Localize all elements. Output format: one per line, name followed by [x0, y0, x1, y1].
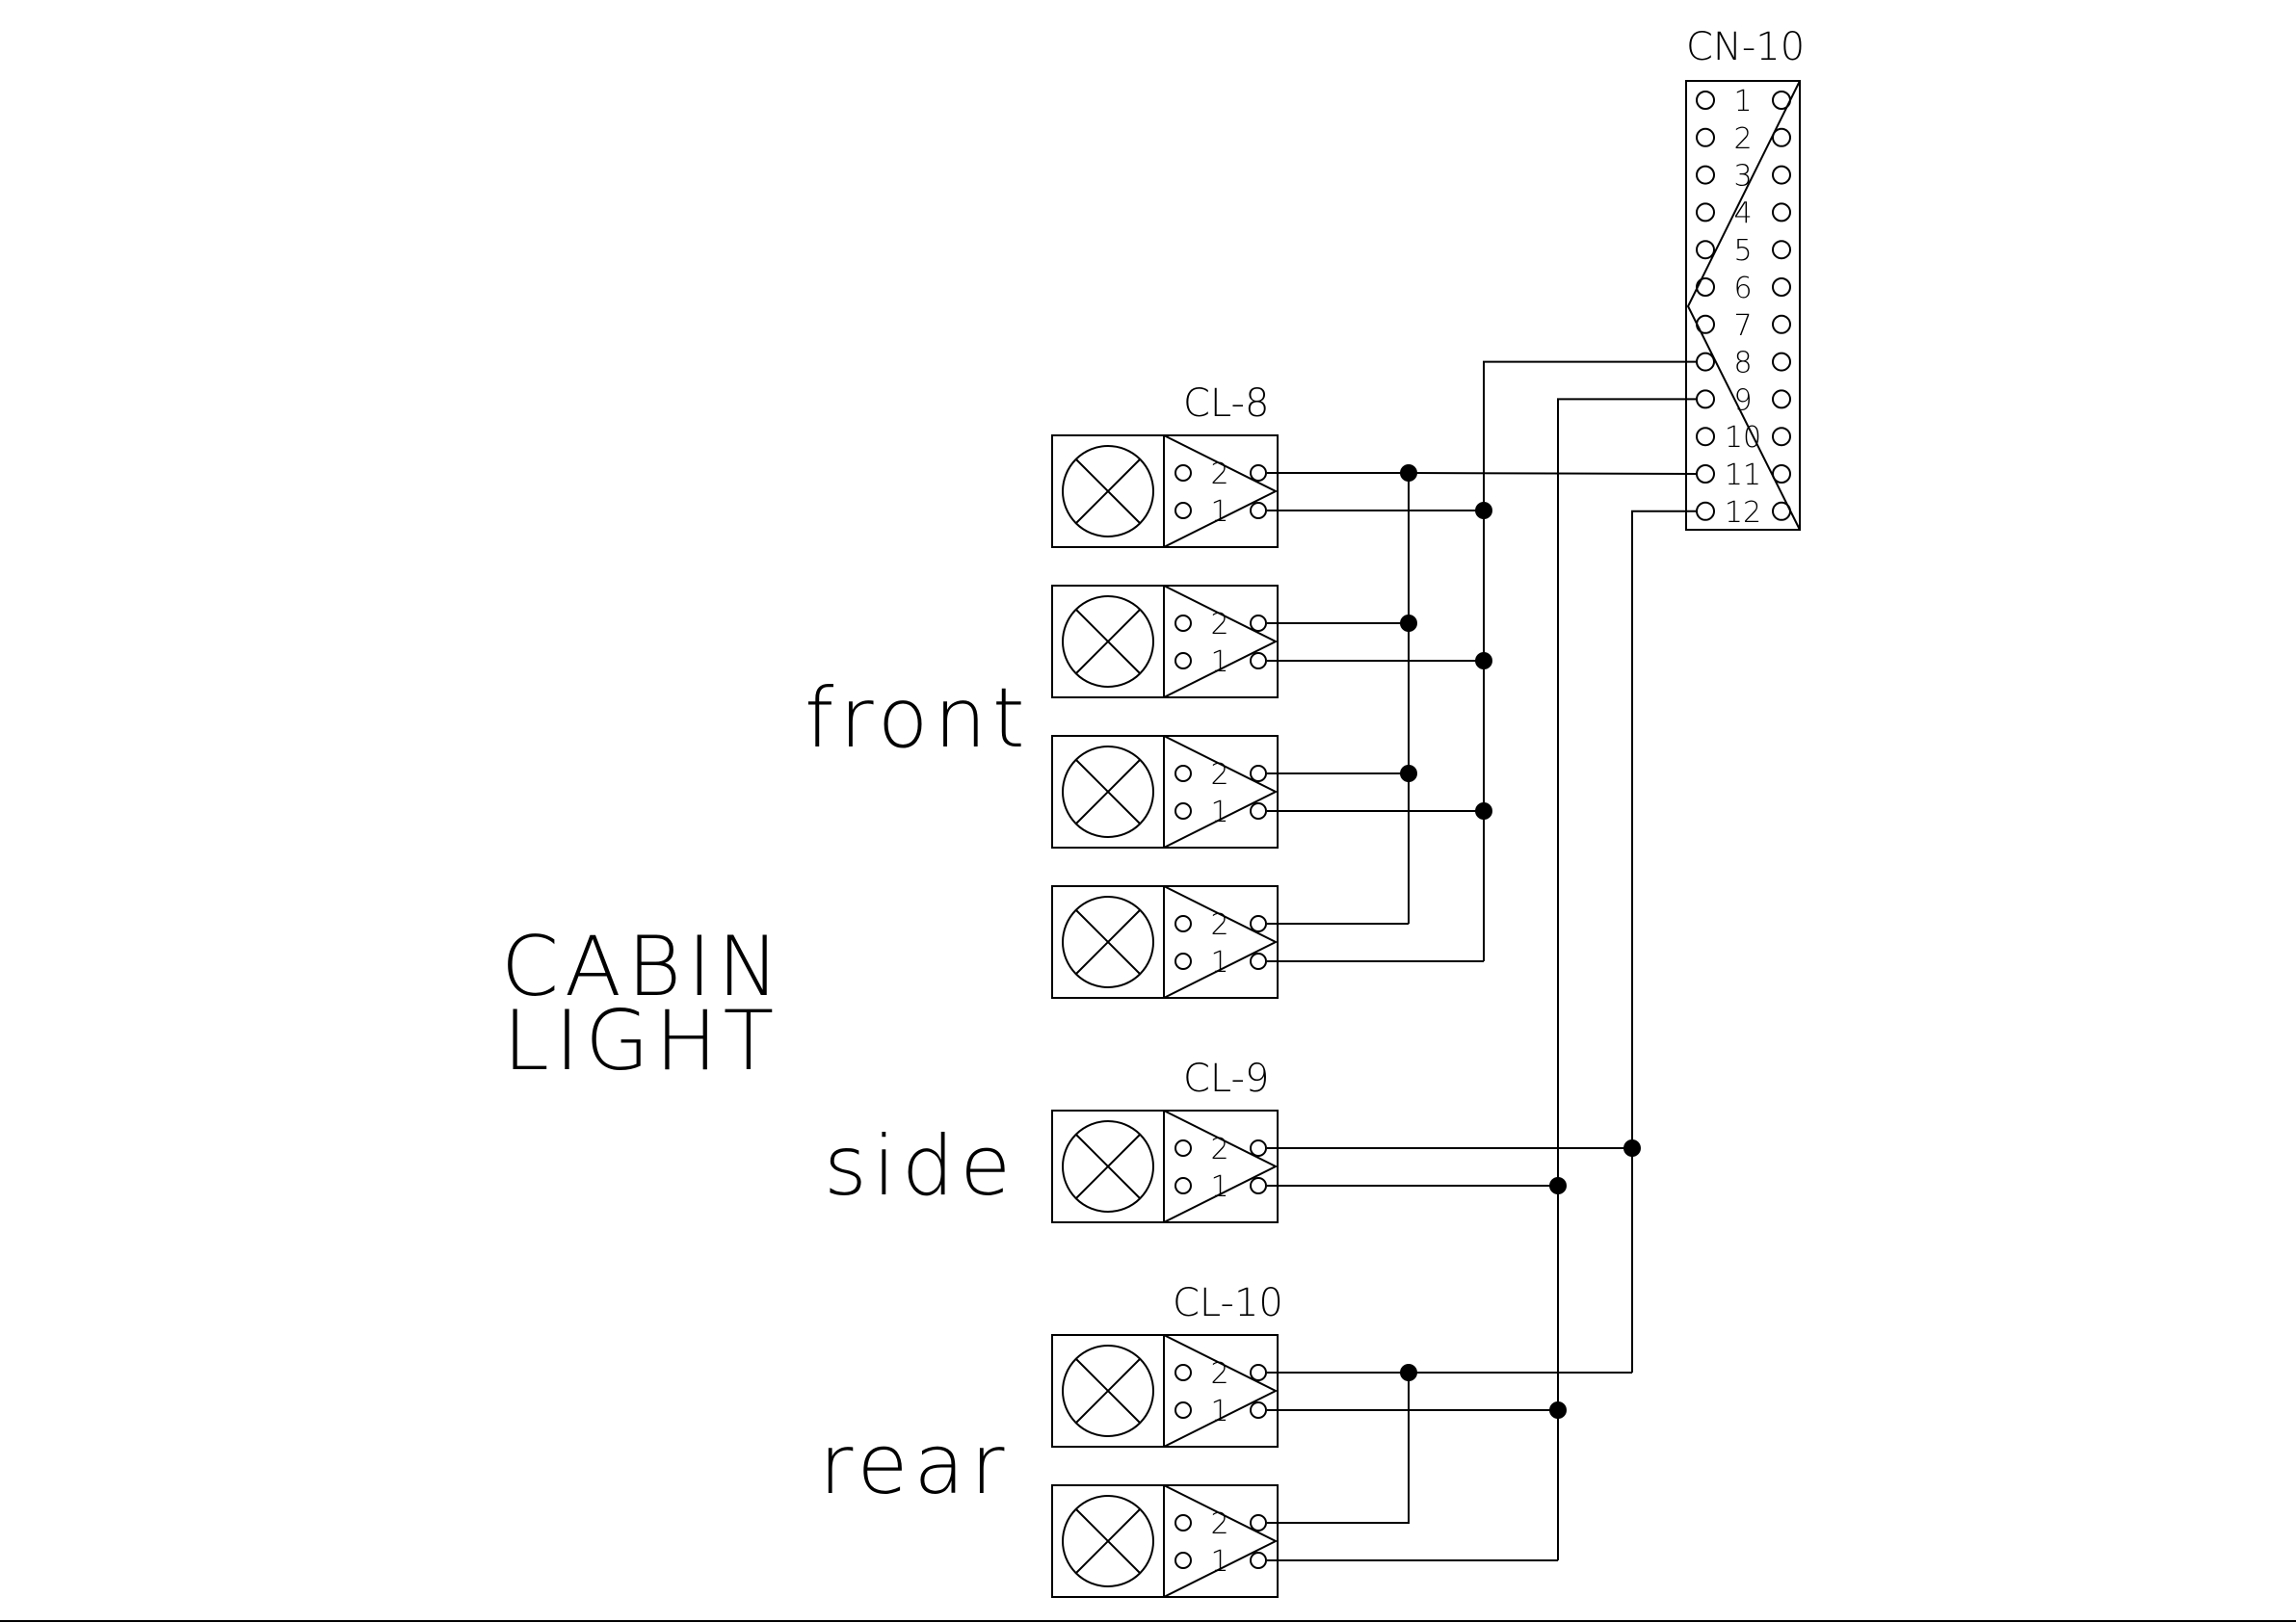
cn-10-pin-number: 4: [1733, 196, 1752, 230]
wire: [1558, 399, 1698, 1560]
cabin-lamp: 21: [1052, 435, 1278, 547]
section-label-side: side: [824, 1118, 1016, 1215]
cn-10-pin-number: 7: [1733, 309, 1752, 343]
junction-dot: [1475, 502, 1492, 519]
wire-list: [1267, 362, 1698, 1560]
cn-10-pin-number: 11: [1725, 458, 1761, 492]
cn-10-pin-number: 6: [1733, 272, 1752, 305]
cn-10-pin-number: 1: [1733, 85, 1752, 118]
junction-dot: [1549, 1177, 1567, 1194]
wire: [1409, 473, 1698, 474]
junction-dot: [1400, 765, 1417, 782]
cn-10-pin-number: 10: [1725, 421, 1761, 455]
junction-dot: [1400, 464, 1417, 482]
group-label-cl-9: CL-9: [1183, 1057, 1269, 1101]
junction-dot: [1549, 1401, 1567, 1419]
lamp-plug: [1164, 435, 1278, 547]
lamp-plug: [1164, 886, 1278, 998]
cn-10-pin-number: 8: [1733, 347, 1752, 380]
cabin-lamp: 21: [1052, 586, 1278, 697]
cn-10-pin-number: 12: [1725, 496, 1761, 530]
group-label-cl-10: CL-10: [1173, 1281, 1283, 1325]
lamp-list: 21 21 21 21 21 21 21: [1052, 435, 1278, 1597]
cabin-lamp: 21: [1052, 886, 1278, 998]
wire: [1632, 511, 1698, 1373]
cn-10-pin-number: 9: [1733, 383, 1752, 417]
section-label-front: front: [805, 670, 1031, 767]
junction-list: [1400, 464, 1641, 1419]
diagram-title: CABIN LIGHT: [501, 919, 785, 1089]
lamp-plug: [1164, 1111, 1278, 1222]
cabin-lamp: 21: [1052, 736, 1278, 848]
lamp-plug: [1164, 1335, 1278, 1447]
cn-10-pin-number: 3: [1733, 160, 1752, 194]
lamp-plug-pin-number: 1: [1210, 946, 1228, 980]
junction-dot: [1623, 1139, 1641, 1157]
lamp-plug: [1164, 736, 1278, 848]
junction-dot: [1475, 802, 1492, 820]
section-label-rear: rear: [819, 1417, 1010, 1513]
lamp-plug-pin-number: 1: [1210, 796, 1228, 829]
lamp-plug-pin-number: 1: [1210, 1545, 1228, 1579]
lamp-plug-pin-number: 1: [1210, 1170, 1228, 1204]
junction-dot: [1475, 652, 1492, 669]
wire: [1484, 362, 1698, 961]
connector-cn-10-label: CN-10: [1686, 25, 1805, 69]
junction-dot: [1400, 1364, 1417, 1381]
lamp-plug-pin-number: 1: [1210, 495, 1228, 529]
cabin-lamp: 21: [1052, 1485, 1278, 1597]
cn-10-pin-number: 2: [1733, 122, 1752, 156]
lamp-plug: [1164, 1485, 1278, 1597]
cn-10-pin-number: 5: [1733, 234, 1752, 268]
wire: [1267, 1373, 1409, 1523]
cabin-lamp: 21: [1052, 1111, 1278, 1222]
lamp-plug: [1164, 586, 1278, 697]
cabin-lamp: 21: [1052, 1335, 1278, 1447]
junction-dot: [1400, 615, 1417, 632]
group-label-cl-8: CL-8: [1183, 381, 1269, 426]
lamp-plug-pin-number: 1: [1210, 1395, 1228, 1428]
lamp-plug-pin-number: 1: [1210, 645, 1228, 679]
title-line-2: LIGHT: [503, 993, 779, 1089]
